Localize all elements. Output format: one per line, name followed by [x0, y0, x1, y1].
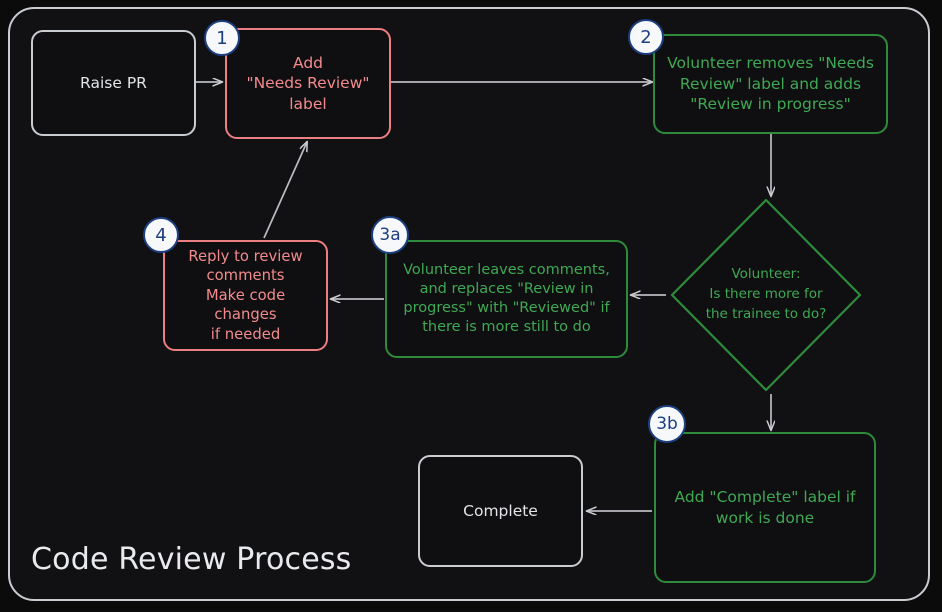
node-volunteer-leaves-comments[interactable]: Volunteer leaves comments, and replaces …	[385, 240, 628, 358]
node-volunteer-swaps-label[interactable]: Volunteer removes "Needs Review" label a…	[653, 34, 888, 134]
node-reply-to-review-comments[interactable]: Reply to review comments Make code chang…	[163, 240, 328, 351]
decision-diamond-shape	[670, 198, 862, 392]
diagram-title: Code Review Process	[31, 542, 352, 577]
node-volunteer-leaves-comments-text: Volunteer leaves comments, and replaces …	[403, 261, 610, 336]
step-badge-2-text: 2	[640, 26, 652, 48]
node-add-complete-label-text: Add "Complete" label if work is done	[674, 488, 856, 527]
step-badge-3a: 3a	[371, 216, 409, 254]
node-add-complete-label[interactable]: Add "Complete" label if work is done	[654, 432, 876, 583]
node-complete-label: Complete	[463, 501, 538, 520]
node-add-needs-review-label[interactable]: Add "Needs Review" label	[225, 28, 391, 139]
node-volunteer-swaps-label-text: Volunteer removes "Needs Review" label a…	[667, 54, 874, 114]
node-decision-more-for-trainee[interactable]: Volunteer: Is there more for the trainee…	[668, 196, 864, 394]
node-decision-label: Volunteer: Is there more for the trainee…	[705, 266, 827, 322]
step-badge-1-text: 1	[216, 27, 228, 49]
node-add-needs-review-label-text: Add "Needs Review" label	[246, 53, 370, 113]
step-badge-4-text: 4	[155, 224, 167, 246]
step-badge-2: 2	[628, 19, 664, 55]
node-complete[interactable]: Complete	[418, 455, 583, 567]
node-raise-pr[interactable]: Raise PR	[31, 30, 196, 136]
step-badge-3b-text: 3b	[656, 414, 678, 434]
step-badge-3a-text: 3a	[379, 225, 401, 245]
step-badge-4: 4	[143, 217, 179, 253]
node-reply-to-review-comments-text: Reply to review comments Make code chang…	[188, 247, 303, 343]
step-badge-1: 1	[204, 20, 240, 56]
node-raise-pr-label: Raise PR	[80, 73, 147, 92]
step-badge-3b: 3b	[648, 405, 686, 443]
